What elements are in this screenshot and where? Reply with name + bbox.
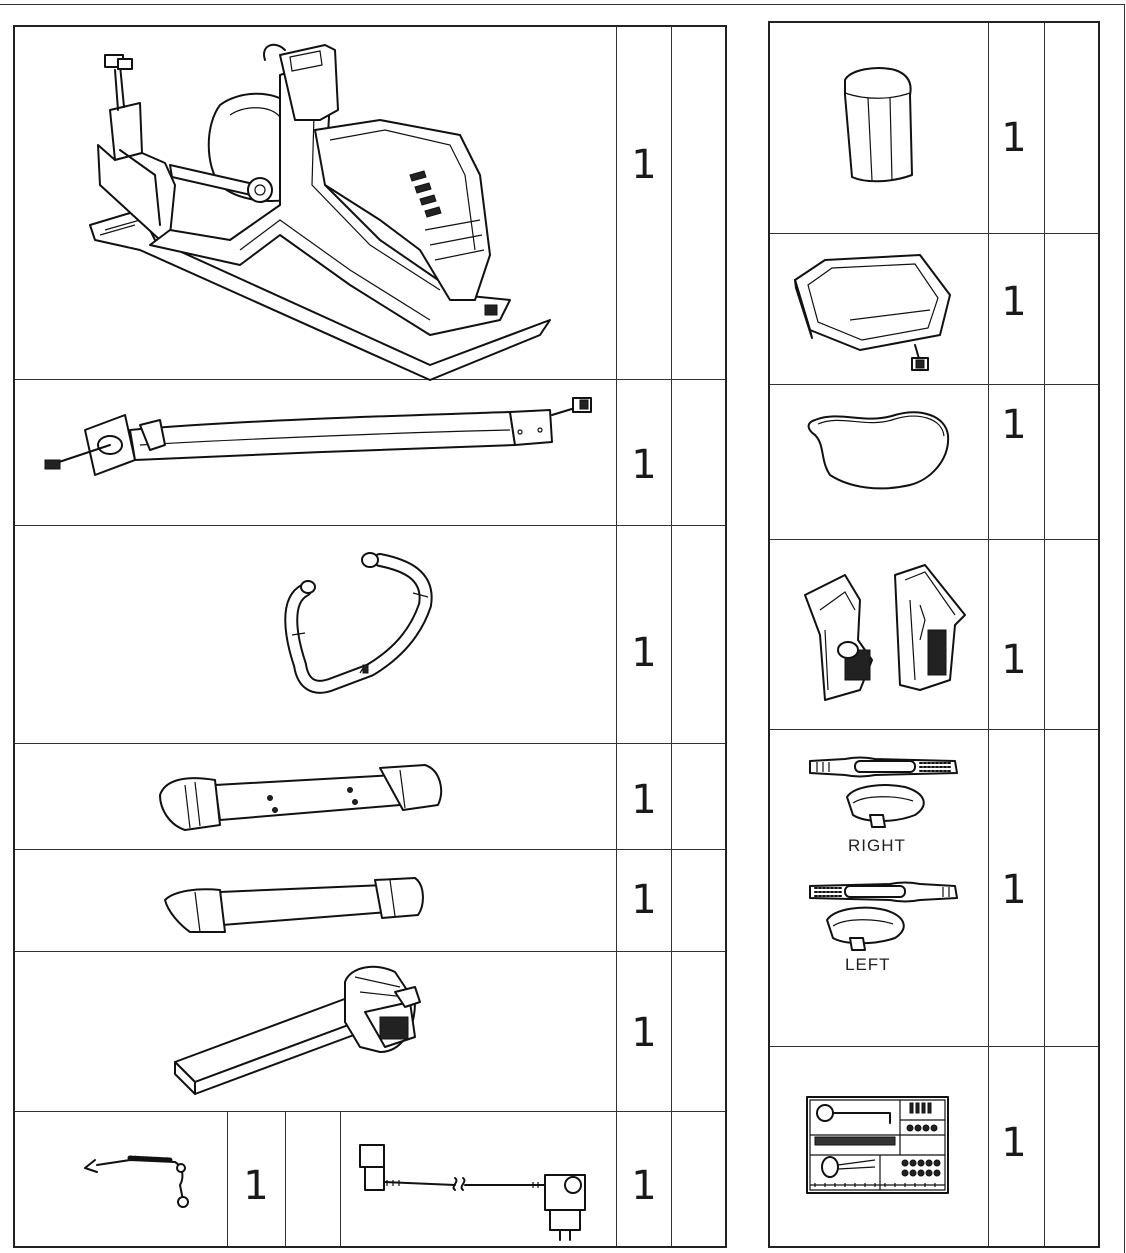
quantity-front-stabilizer-tube: 1: [631, 442, 657, 488]
quantity-side-covers: 1: [1001, 637, 1027, 683]
quantity-handlebar: 1: [631, 630, 657, 676]
main-frame-illustration: [80, 35, 550, 380]
row-divider: [15, 743, 725, 744]
quantity-hardware-card: 1: [1001, 1120, 1027, 1166]
power-adapter-illustration: [355, 1140, 605, 1240]
row-divider: [770, 1046, 1098, 1047]
quantity-rear-foot-stabilizer: 1: [631, 877, 657, 923]
handlebar-illustration: [275, 545, 445, 695]
row-divider: [15, 525, 725, 526]
left-pedal-illustration: [805, 880, 965, 955]
console-illustration: [790, 250, 955, 375]
row-divider: [770, 729, 1098, 730]
column-divider: [988, 23, 989, 1246]
rear-foot-stabilizer-illustration: [160, 870, 430, 940]
tension-cable-illustration: [75, 1140, 195, 1215]
quantity-seat-slide-tube: 1: [631, 1010, 657, 1056]
page-frame: [0, 4, 1125, 1253]
row-divider: [770, 539, 1098, 540]
front-foot-stabilizer-illustration: [155, 750, 445, 835]
row-divider: [770, 384, 1098, 385]
column-divider: [671, 27, 672, 1246]
quantity-power-adapter: 1: [631, 1163, 657, 1209]
right-parts-table: [768, 21, 1100, 1248]
quantity-pedals: 1: [1001, 867, 1027, 913]
column-divider: [227, 1111, 228, 1246]
column-divider: [616, 27, 617, 1246]
quantity-console: 1: [1001, 279, 1027, 325]
row-divider: [15, 951, 725, 952]
quantity-front-foot-stabilizer: 1: [631, 777, 657, 823]
row-divider: [15, 849, 725, 850]
quantity-tension-cable: 1: [243, 1163, 269, 1209]
left-parts-table: [13, 25, 727, 1248]
left-pedal-label: LEFT: [845, 955, 891, 974]
quantity-main-frame: 1: [631, 142, 657, 188]
row-divider: [15, 1111, 725, 1112]
column-divider: [340, 1111, 341, 1246]
quantity-console-mast-cover: 1: [1001, 115, 1027, 161]
column-divider: [285, 1111, 286, 1246]
row-divider: [15, 379, 725, 380]
row-divider: [770, 233, 1098, 234]
seat-slide-tube-illustration: [170, 962, 440, 1097]
right-pedal-label: RIGHT: [848, 836, 906, 855]
side-covers-illustration: [800, 560, 970, 705]
console-mast-cover-illustration: [840, 65, 915, 185]
column-divider: [1044, 23, 1045, 1246]
right-pedal-illustration: [805, 755, 965, 835]
quantity-seat-cushion: 1: [1001, 402, 1027, 448]
hardware-card-illustration: [805, 1095, 950, 1195]
seat-cushion-illustration: [800, 400, 955, 495]
front-stabilizer-tube-illustration: [40, 390, 600, 500]
